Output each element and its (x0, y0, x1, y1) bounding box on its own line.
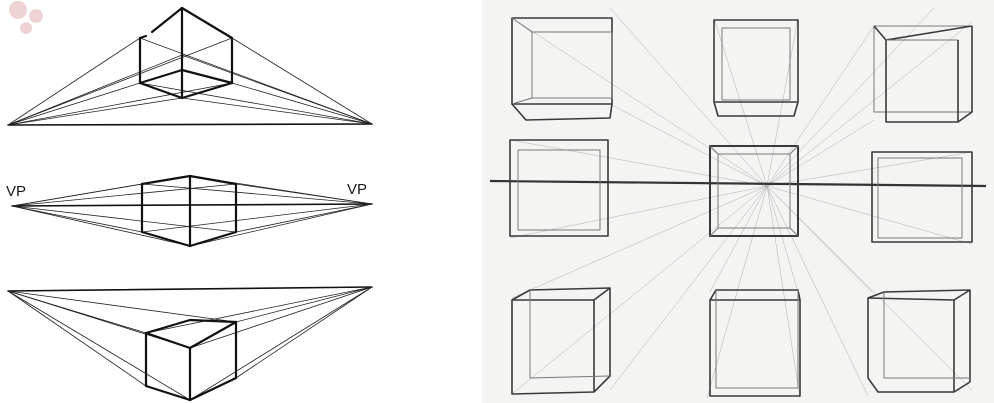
horizon-line-top (8, 124, 372, 125)
perspective-lines-top (8, 38, 372, 125)
cube-on-horizon: VP VP (6, 176, 372, 246)
horizon-line-bottom (8, 287, 372, 291)
two-point-perspective-diagram: VP VP (0, 0, 482, 403)
vp-left-label: VP (6, 183, 26, 200)
vp-right-label: VP (347, 181, 367, 198)
cube-above-horizon (8, 8, 372, 125)
watermark-logo (9, 1, 43, 34)
cube-below-horizon (8, 287, 372, 400)
two-point-perspective-panel: VP VP (0, 0, 482, 403)
perspective-lines-middle (12, 176, 372, 246)
one-point-perspective-panel (482, 0, 994, 403)
horizon-line-middle (12, 204, 372, 206)
one-point-perspective-sketch (482, 0, 994, 403)
